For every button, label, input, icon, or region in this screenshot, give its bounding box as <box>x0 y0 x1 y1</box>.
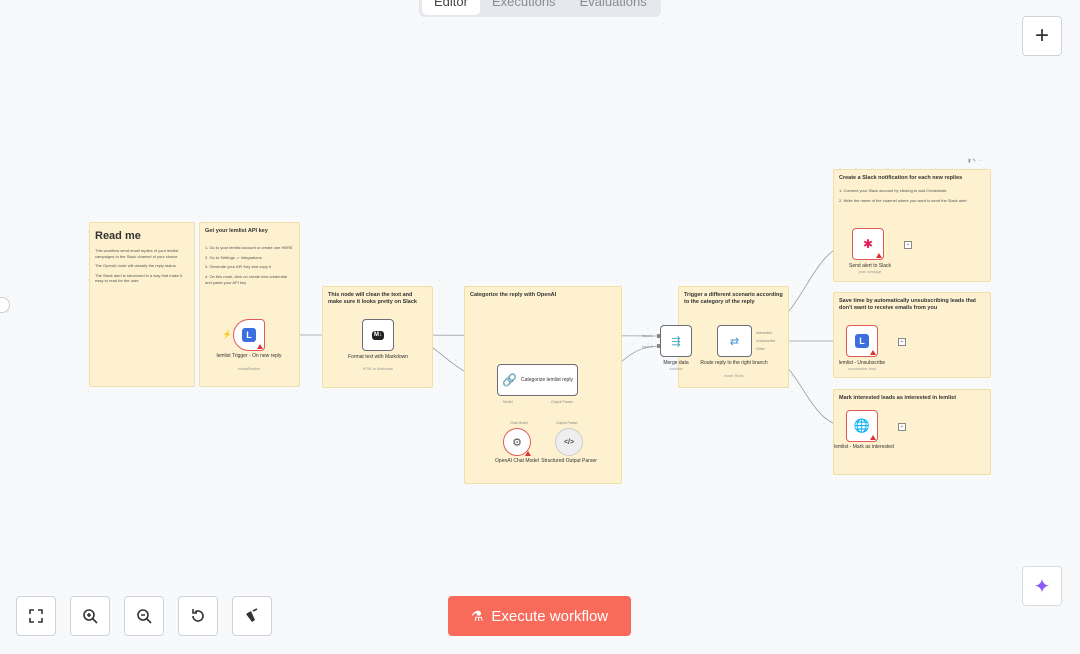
node-label: Categorize lemlist reply <box>520 377 573 383</box>
lemlist-unsubscribe-node[interactable]: L <box>846 325 878 357</box>
view-tabs: Editor Executions Evaluations <box>419 0 661 17</box>
node-subtitle: HTML to Markdown <box>362 367 394 371</box>
port-label: Chat Model <box>510 421 528 425</box>
warning-icon <box>870 350 876 355</box>
slack-node[interactable]: ✱ <box>852 228 884 260</box>
openai-chat-model-node[interactable]: ⚙ <box>503 428 531 456</box>
sticky-options-icon[interactable]: ▮ ✎ ⋯ <box>968 158 983 164</box>
port-label: Output Parser <box>551 400 573 404</box>
node-label: Format text with Markdown <box>347 354 409 360</box>
warning-icon <box>870 435 876 440</box>
lemlist-icon: L <box>242 328 256 342</box>
structured-output-parser-node[interactable]: </> <box>555 428 583 456</box>
reset-zoom-button[interactable] <box>178 596 218 636</box>
sticky-title: Create a Slack notification for each new… <box>839 175 963 181</box>
sticky-title: This node will clean the text and make s… <box>328 292 417 306</box>
readme-paragraph: The OpenAI node will classify the reply … <box>95 263 176 269</box>
port-label: Interested <box>756 331 772 335</box>
ai-assistant-button[interactable]: ✦ <box>1022 566 1062 606</box>
fit-view-button[interactable] <box>16 596 56 636</box>
sticky-title: Get your lemlist API key <box>205 228 268 234</box>
openai-icon: ⚙ <box>512 436 522 449</box>
fit-view-icon <box>29 609 43 623</box>
node-label: lemlist - Unsubscribe <box>838 360 886 366</box>
port-label: Unsubscribe <box>756 339 776 343</box>
zoom-in-icon <box>83 609 98 624</box>
node-subtitle: emailsReplied <box>238 367 260 371</box>
zoom-in-button[interactable] <box>70 596 110 636</box>
tidy-up-icon <box>246 608 258 622</box>
trigger-bolt-icon: ⚡ <box>222 330 232 339</box>
categorize-node[interactable]: 🔗 Categorize lemlist reply <box>497 364 578 396</box>
node-label: lemlist - Mark as interested <box>834 444 894 450</box>
tab-editor[interactable]: Editor <box>422 0 480 15</box>
node-subtitle: mode: Rules <box>724 374 744 378</box>
sticky-title: Mark interested leads as interested in l… <box>839 395 957 401</box>
sticky-step: 2. Write the name of the channel where y… <box>839 197 967 203</box>
node-label: Route reply to the right branch <box>700 360 768 366</box>
node-subtitle: post: message <box>858 270 882 274</box>
readme-paragraph: This workflow send email replies of your… <box>95 248 179 259</box>
add-after-button[interactable]: + <box>904 241 912 249</box>
sparkle-icon: ✦ <box>1033 575 1051 598</box>
merge-node[interactable]: ⇶ <box>660 325 692 357</box>
link-icon: 🔗 <box>502 373 517 387</box>
port-label: Input 1 <box>642 334 653 338</box>
port-label: Input 2 <box>642 345 653 349</box>
markdown-icon: M↓ <box>372 330 384 340</box>
plus-icon: + <box>1034 22 1049 49</box>
tidy-up-button[interactable] <box>232 596 272 636</box>
zoom-out-button[interactable] <box>124 596 164 636</box>
node-subtitle: combine <box>669 367 683 371</box>
execute-label: Execute workflow <box>491 607 609 625</box>
node-subtitle: unsubscribe: lead <box>848 367 876 371</box>
port-label: Model <box>503 400 513 404</box>
readme-title: Read me <box>95 230 141 242</box>
sticky-api-key[interactable]: Get your lemlist API key 1. Go to your l… <box>199 222 300 387</box>
sticky-title: Categorize the reply with OpenAI <box>470 292 557 298</box>
slack-icon: ✱ <box>862 237 874 251</box>
node-label: Merge data <box>663 360 689 366</box>
route-switch-node[interactable]: ⇄ <box>717 325 752 357</box>
sticky-slack[interactable]: Create a Slack notification for each new… <box>833 169 991 282</box>
sticky-title: Save time by automatically unsubscribing… <box>839 298 976 312</box>
lemlist-trigger-node[interactable]: L <box>233 319 265 351</box>
warning-icon <box>257 344 263 349</box>
execute-workflow-button[interactable]: ⚗ Execute workflow <box>448 596 631 636</box>
sticky-step: 2. Go to Settings -> Integrations <box>205 254 262 260</box>
reset-icon <box>192 609 204 622</box>
tab-executions[interactable]: Executions <box>491 0 556 9</box>
code-icon: </> <box>563 438 575 446</box>
node-label: Structured Output Parser <box>541 458 597 464</box>
add-after-button[interactable]: + <box>898 423 906 431</box>
zoom-out-icon <box>137 609 152 624</box>
sticky-step: 4. On this node, click on create new cre… <box>205 273 287 285</box>
globe-icon: 🌐 <box>853 418 871 433</box>
warning-icon <box>525 451 531 456</box>
warning-icon <box>876 253 882 258</box>
markdown-node[interactable]: M↓ <box>362 319 394 351</box>
sticky-step: 1. Go to your lemlist account or create … <box>205 245 293 251</box>
sticky-title: Trigger a different scenario according t… <box>684 292 783 306</box>
add-after-button[interactable]: + <box>898 338 906 346</box>
add-node-button[interactable]: + <box>1022 16 1062 56</box>
port-label: Other <box>756 347 765 351</box>
switch-icon: ⇄ <box>729 335 740 348</box>
tab-evaluations[interactable]: Evaluations <box>579 0 647 9</box>
node-label: Send alert to Slack <box>849 263 891 269</box>
flask-icon: ⚗ <box>470 607 484 624</box>
node-label: lemlist Trigger - On new reply <box>216 353 282 359</box>
sticky-step: 3. Generate your API Key and copy it <box>205 264 271 270</box>
port-label: Output Parser <box>556 421 578 425</box>
sticky-readme[interactable]: Read me This workflow send email replies… <box>89 222 195 387</box>
lemlist-icon: L <box>855 334 869 348</box>
node-label: OpenAI Chat Model <box>495 458 539 464</box>
sticky-step: 1. Connect your Slack account by clickin… <box>839 188 947 194</box>
lemlist-mark-interested-node[interactable]: 🌐 <box>846 410 878 442</box>
merge-icon: ⇶ <box>671 335 681 348</box>
readme-paragraph: The Slack alert is structured in a way t… <box>95 272 183 284</box>
